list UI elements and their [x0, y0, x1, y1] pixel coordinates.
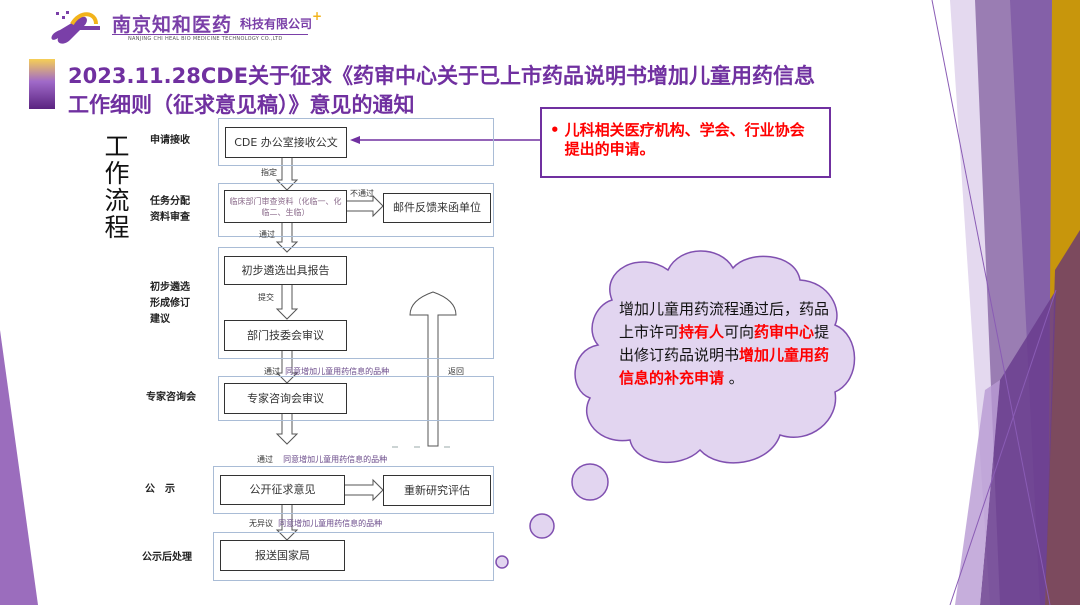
stage-box-public — [213, 466, 494, 514]
logo-name-cn: 南京知和医药 — [112, 14, 233, 36]
stage-box-review — [218, 183, 494, 237]
cloud-bubble-small — [495, 555, 509, 569]
cloud-text-part: 可向 — [724, 323, 755, 341]
cloud-text: 增加儿童用药流程通过后，药品上市许可持有人可向药审中心提出修订药品说明书增加儿童… — [619, 298, 834, 390]
box-review: 临床部门审查资料（化临一、化临二、生临） — [224, 190, 347, 223]
bullet: • — [550, 121, 560, 139]
box-reassess: 重新研究评估 — [383, 475, 491, 506]
slide-title-line1: 2023.11.28CDE关于征求《药审中心关于已上市药品说明书增加儿童用药信息 — [68, 64, 816, 88]
logo-underline — [112, 34, 308, 35]
callout-text: 儿科相关医疗机构、学会、行业协会提出的申请。 — [564, 121, 805, 158]
box-receive: CDE 办公室接收公文 — [225, 127, 347, 158]
thought-cloud — [495, 250, 856, 569]
box-submit: 报送国家局 — [220, 540, 345, 571]
edge-label: 无异议 同意增加儿童用药信息的品种 — [249, 518, 382, 529]
stage-box-expert — [218, 376, 494, 421]
cloud-highlight: 持有人 — [679, 323, 725, 341]
deco-line — [949, 289, 1057, 605]
edge-agree: 同意增加儿童用药信息的品种 — [285, 367, 390, 376]
stage-label: 初步遴选形成修订建议 — [150, 282, 190, 325]
box-committee: 部门技委会审议 — [224, 320, 347, 351]
edge-label: 通过 同意增加儿童用药信息的品种 — [257, 454, 387, 465]
edge-agree: 同意增加儿童用药信息的品种 — [278, 519, 383, 528]
stage-label: 公 示 — [145, 484, 175, 495]
cloud-bubble-large — [571, 463, 609, 501]
right-stripe-dark — [980, 290, 1056, 605]
cloud-highlight: 药审中心 — [754, 323, 815, 341]
stage-box-final — [213, 532, 494, 581]
edge-label: 通过 同意增加儿童用药信息的品种 — [264, 366, 389, 377]
stage-label: 申请接收 — [150, 135, 190, 146]
stage-box-screen — [218, 247, 494, 359]
edge-agree: 同意增加儿童用药信息的品种 — [283, 455, 388, 464]
cloud-text-part: 。 — [724, 369, 744, 387]
box-expert: 专家咨询会审议 — [224, 383, 347, 414]
svg-text:+: + — [312, 9, 322, 23]
edge-label: 指定 — [261, 168, 277, 177]
box-report: 初步遴选出具报告 — [224, 256, 347, 285]
logo-name-suffix: 科技有限公司 — [240, 17, 313, 31]
callout-arrow — [350, 136, 540, 144]
edge-label-return: 返回 — [448, 367, 464, 376]
edge-label: 不通过 — [350, 189, 374, 198]
cloud-text-part: 增加儿童用药流程通过后，药品上市许可 — [619, 300, 830, 341]
edge-label: 提交 — [258, 293, 274, 302]
slide-title-line2: 工作细则（征求意见稿）》意见的通知 — [68, 93, 415, 117]
box-public: 公开征求意见 — [220, 475, 345, 505]
side-label: 工作流程 — [104, 132, 130, 242]
edge-pass: 通过 — [257, 455, 273, 464]
stage-label: 任务分配资料审查 — [150, 196, 190, 223]
edge-pass: 通过 — [264, 367, 280, 376]
left-wedge — [0, 330, 38, 605]
stage-label: 专家咨询会 — [146, 392, 196, 403]
logo-icon: + — [51, 9, 322, 44]
deco-line — [931, 0, 1051, 605]
logo-name-en: NANJING CHI HEAL BIO MEDICINE TECHNOLOGY… — [128, 36, 283, 42]
stage-label: 公示后处理 — [142, 552, 192, 563]
title-marker-icon — [29, 59, 55, 109]
right-stripe-lilac — [955, 380, 1000, 605]
edge-no-objection: 无异议 — [249, 519, 273, 528]
cloud-highlight: 增加儿童用药信息的补充申请 — [619, 346, 830, 387]
box-feedback: 邮件反馈来函单位 — [383, 193, 491, 223]
cloud-bubble-mid — [529, 513, 555, 539]
stage-box-receive — [218, 118, 494, 166]
cloud-text-part: 提出修订药品说明书 — [619, 323, 830, 364]
edge-label: 通过 — [259, 230, 275, 239]
callout-box: • 儿科相关医疗机构、学会、行业协会提出的申请。 — [540, 107, 831, 178]
